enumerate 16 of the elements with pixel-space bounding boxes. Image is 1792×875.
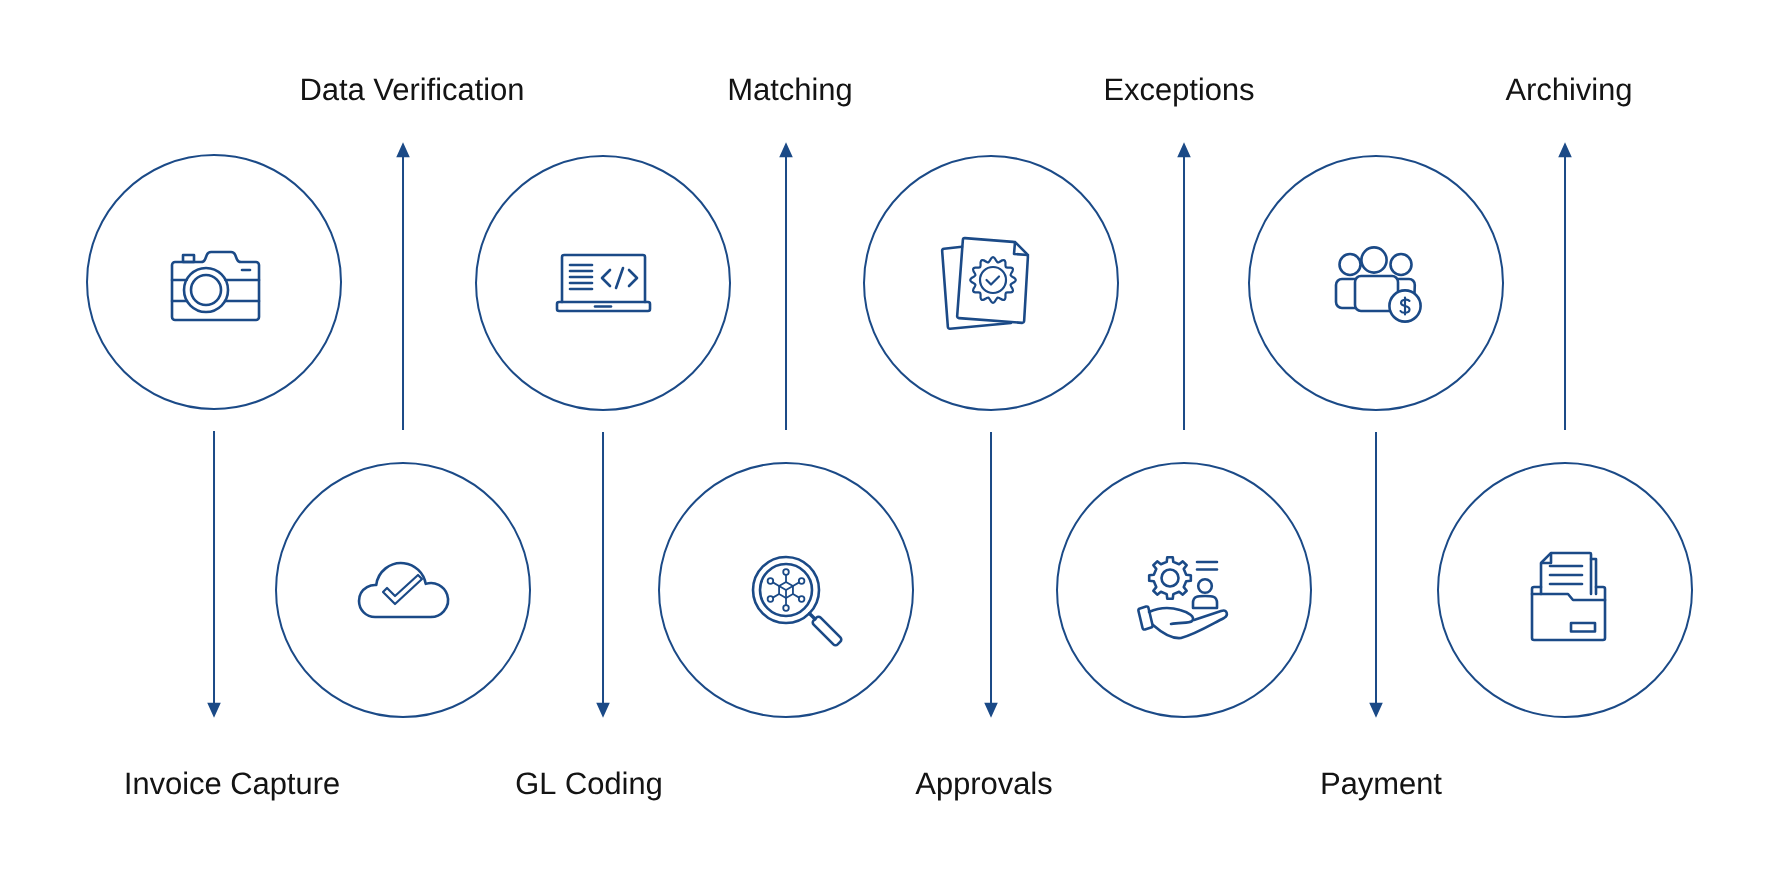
step-circle: [86, 154, 342, 410]
step-circle: [275, 462, 531, 718]
step-label: GL Coding: [516, 771, 661, 801]
step-label: Data Verification: [302, 77, 523, 101]
step-label: Exceptions: [1106, 77, 1254, 107]
step-circle: [658, 462, 914, 718]
step-label: Approvals: [915, 771, 1052, 801]
step-label: Payment: [1322, 772, 1442, 801]
step-circle: [475, 155, 731, 411]
step-circle: [1056, 462, 1312, 718]
step-label: Invoice Capture: [126, 771, 339, 801]
step-circle: [1248, 155, 1504, 411]
step-circle: [863, 155, 1119, 411]
step-label: Archiving: [1505, 77, 1631, 107]
step-label: Matching: [729, 77, 851, 107]
step-circle: [1437, 462, 1693, 718]
